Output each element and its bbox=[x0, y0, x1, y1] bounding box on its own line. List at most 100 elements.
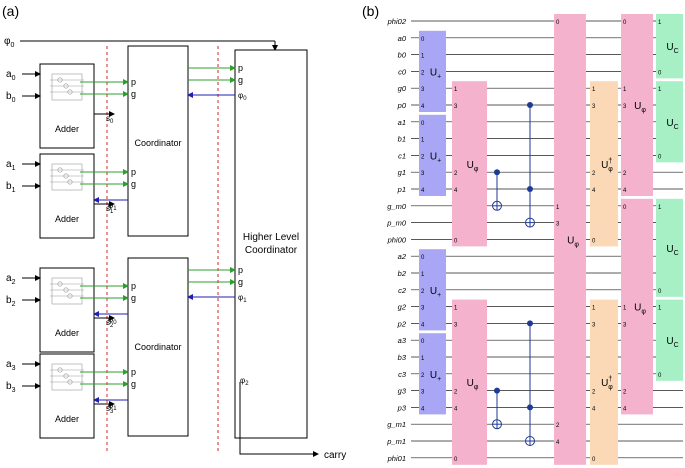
controlled-gate bbox=[492, 387, 502, 430]
u-c-gate-label: UC bbox=[666, 42, 678, 55]
phi-feedback-label: φ1 bbox=[108, 401, 117, 412]
u-plus-gate-pin: 0 bbox=[421, 121, 425, 127]
u-phi-gate-pin: 3 bbox=[454, 104, 458, 110]
u-plus-gate-pin: 3 bbox=[421, 306, 425, 312]
u-phi-right-gate-pin: 3 bbox=[623, 104, 627, 110]
wire-label-phi02: phi02 bbox=[387, 17, 407, 26]
mini-circuit-node bbox=[63, 373, 69, 379]
coordinator-top bbox=[127, 45, 189, 237]
phi-label: φ0 bbox=[238, 91, 247, 102]
u-phi-dagger-gate-box bbox=[590, 299, 618, 465]
wire-label-p_m1: p_m1 bbox=[386, 437, 406, 446]
mini-circuit-box bbox=[51, 163, 83, 191]
control-dot bbox=[527, 186, 533, 192]
mini-circuit-box bbox=[51, 73, 83, 101]
wire-label-a2: a2 bbox=[398, 252, 407, 261]
u-phi-dagger-gate-pin: 0 bbox=[592, 238, 596, 244]
u-plus-gate-pin: 2 bbox=[421, 154, 425, 160]
higher-level-coordinator bbox=[234, 49, 308, 439]
panel-a: (a) φ0 Higher Level Coordinator Coordina… bbox=[2, 3, 346, 461]
sum-label: s3 bbox=[106, 404, 114, 415]
phi-out-label: φ2 bbox=[240, 376, 249, 387]
g-label: g bbox=[131, 179, 136, 189]
p-label: p bbox=[238, 63, 243, 73]
u-c-gate-pin: 1 bbox=[658, 205, 662, 211]
u-phi-gate-box bbox=[452, 81, 487, 247]
u-phi-big-gate-pin: 1 bbox=[556, 205, 560, 211]
input-b-label: b1 bbox=[6, 181, 16, 194]
u-phi-big-gate-pin: 4 bbox=[556, 440, 560, 446]
u-plus-gate-pin: 0 bbox=[421, 339, 425, 345]
phi-feedback-label: φ0 bbox=[108, 315, 117, 326]
mini-circuit-node bbox=[57, 167, 63, 173]
control-dot bbox=[527, 404, 533, 411]
adder-label: Adder bbox=[55, 328, 79, 338]
wire-label-c2: c2 bbox=[398, 286, 407, 295]
u-phi-right-gate-box bbox=[621, 198, 653, 415]
u-plus-gate-box bbox=[419, 249, 446, 331]
input-a-label: a1 bbox=[6, 159, 16, 172]
sum-label: s2 bbox=[106, 318, 114, 329]
adder-label: Adder bbox=[55, 124, 79, 134]
p-label: p bbox=[131, 367, 136, 377]
wire-label-p3: p3 bbox=[397, 403, 407, 412]
u-phi-right-gate-pin: 1 bbox=[623, 306, 627, 312]
input-a-label: a2 bbox=[6, 273, 16, 286]
wire-label-c0: c0 bbox=[398, 67, 407, 76]
u-phi-big-gate-pin: 3 bbox=[556, 222, 560, 228]
u-phi-dagger-gate-pin: 1 bbox=[592, 306, 596, 312]
u-phi-big-gate-pin: 0 bbox=[556, 20, 560, 26]
wire-label-a1: a1 bbox=[398, 118, 406, 127]
carry-line bbox=[239, 382, 319, 457]
input-b-label: b2 bbox=[6, 295, 16, 308]
wire-label-c3: c3 bbox=[398, 370, 407, 379]
u-plus-gate-label: U+ bbox=[430, 286, 441, 299]
panel-a-label: (a) bbox=[2, 3, 19, 19]
g-label: g bbox=[131, 89, 136, 99]
u-plus-gate-pin: 1 bbox=[421, 356, 425, 362]
u-plus-gate-pin: 1 bbox=[421, 138, 425, 144]
wire-label-p0: p0 bbox=[397, 101, 407, 110]
u-phi-dagger-gate-label: U†φ bbox=[601, 158, 613, 173]
u-plus-gate-pin: 3 bbox=[421, 390, 425, 396]
u-plus-gate-pin: 0 bbox=[421, 255, 425, 261]
u-plus-gate-pin: 2 bbox=[421, 289, 425, 295]
u-phi-right-gate-pin: 0 bbox=[623, 205, 627, 211]
u-phi-gate-box bbox=[452, 299, 487, 465]
u-plus-gate-label: U+ bbox=[430, 370, 441, 383]
wire-label-p_m0: p_m0 bbox=[386, 219, 407, 228]
phi0-input-label: φ0 bbox=[4, 36, 14, 49]
u-phi-right-gate-pin: 4 bbox=[623, 188, 627, 194]
u-phi-gate-pin: 4 bbox=[454, 406, 458, 412]
u-phi-dagger-gate-box bbox=[590, 81, 618, 247]
u-plus-gate-pin: 2 bbox=[421, 373, 425, 379]
u-plus-gate-label: U+ bbox=[430, 67, 441, 80]
panel-b-label: (b) bbox=[362, 3, 379, 19]
control-dot bbox=[494, 387, 500, 394]
wire-label-g3: g3 bbox=[398, 387, 407, 396]
u-c-gate-pin: 0 bbox=[658, 373, 662, 379]
u-phi-right-gate-pin: 4 bbox=[623, 406, 627, 412]
adder-box bbox=[39, 353, 95, 439]
u-phi-big-gate-label: Uφ bbox=[567, 235, 579, 248]
adder-label: Adder bbox=[55, 414, 79, 424]
wire-label-phi00: phi00 bbox=[387, 235, 407, 244]
u-phi-right-gate-label: Uφ bbox=[634, 303, 646, 316]
u-c-gate-pin: 0 bbox=[658, 70, 662, 76]
mini-circuit-node bbox=[57, 367, 63, 373]
u-plus-gate-pin: 1 bbox=[421, 54, 425, 60]
u-phi-right-gate-pin: 2 bbox=[623, 390, 627, 396]
u-plus-gate-pin: 0 bbox=[421, 37, 425, 43]
u-plus-gate-pin: 4 bbox=[421, 104, 425, 110]
carry-label: carry bbox=[324, 450, 346, 461]
u-plus-gate-pin: 3 bbox=[421, 87, 425, 93]
p-label: p bbox=[238, 265, 243, 275]
